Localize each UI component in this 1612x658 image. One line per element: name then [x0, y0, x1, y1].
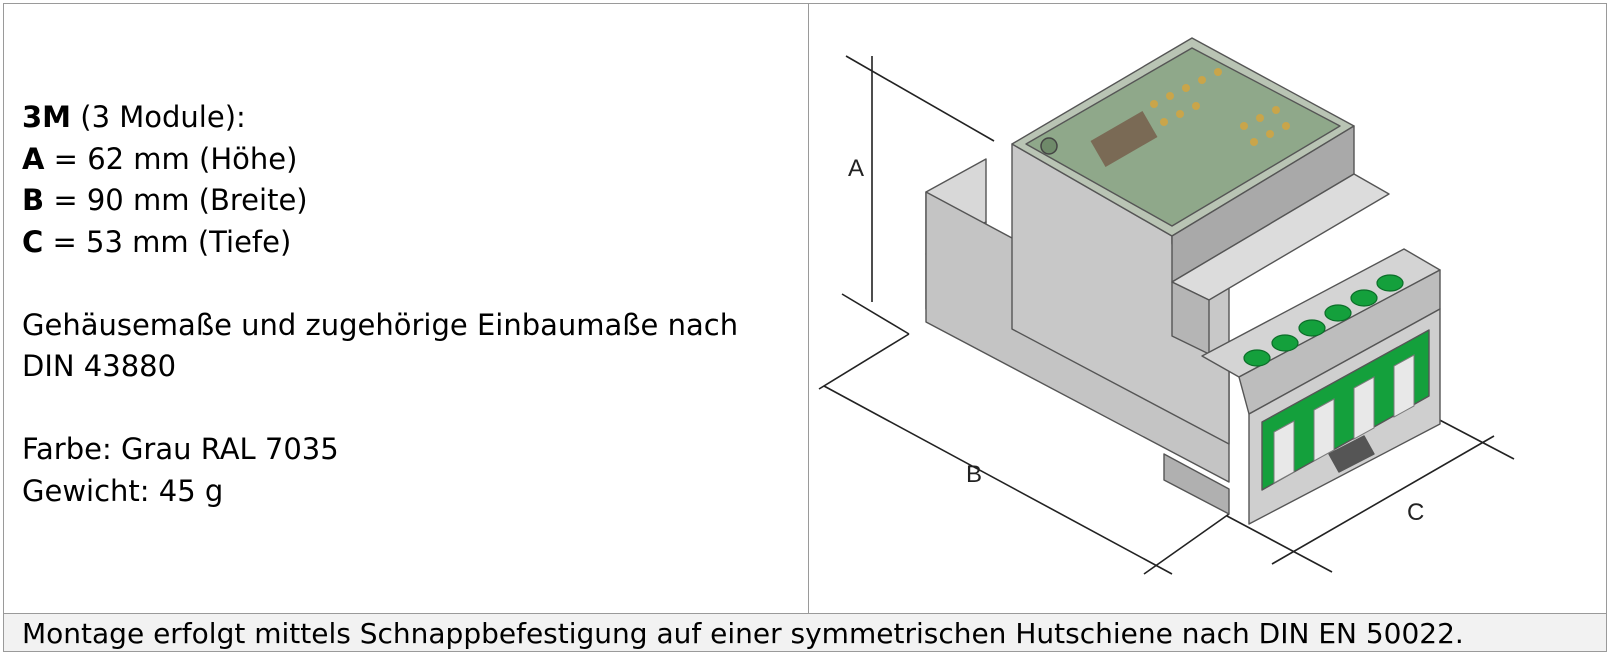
dimension-c-line: C = 53 mm (Tiefe): [22, 222, 738, 264]
terminal-screw-1: [1243, 349, 1271, 367]
dimension-b-label: B: [22, 183, 45, 217]
module-code: 3M: [22, 100, 72, 134]
dimension-a-value: = 62 mm (Höhe): [44, 141, 298, 176]
terminal-screw-3: [1298, 319, 1326, 337]
dimension-b-marker: B: [966, 461, 982, 488]
mounting-note: Montage erfolgt mittels Schnappbefestigu…: [22, 617, 1464, 650]
dimension-b-value: = 90 mm (Breite): [44, 183, 308, 217]
drawing-cell: A B C: [809, 4, 1606, 613]
terminal-screw-5: [1350, 289, 1378, 307]
dimension-b: [818, 333, 1230, 575]
dimension-a: [841, 55, 995, 335]
terminal-screw-2: [1271, 334, 1299, 352]
terminal-openings: [1273, 354, 1415, 484]
module-text: (3 Module):: [71, 100, 246, 134]
dimension-a-marker: A: [848, 155, 864, 182]
module-line: 3M (3 Module):: [22, 97, 738, 139]
weight-line: Gewicht: 45 g: [22, 473, 224, 508]
dimension-a-line: A = 62 mm (Höhe): [22, 139, 738, 181]
dimension-c: [1226, 415, 1515, 573]
datasheet-table: 3M (3 Module): A = 62 mm (Höhe) B = 90 m…: [3, 3, 1607, 652]
din-rail-housing-drawing: A B C: [818, 37, 1515, 575]
mounting-note-row: Montage erfolgt mittels Schnappbefestigu…: [4, 613, 1606, 651]
dimension-a-label: A: [22, 141, 45, 176]
standard-line-2: DIN 43880: [22, 349, 177, 383]
terminal-screw-6: [1376, 274, 1404, 292]
housing: [925, 37, 1441, 525]
dimension-c-marker: C: [1407, 499, 1424, 526]
spec-cell: 3M (3 Module): A = 62 mm (Höhe) B = 90 m…: [4, 4, 809, 613]
dimension-c-label: C: [22, 224, 44, 259]
pcb-details: [1040, 68, 1290, 167]
dimension-b-line: B = 90 mm (Breite): [22, 180, 738, 222]
color-line: Farbe: Grau RAL 7035: [22, 432, 339, 466]
terminal-screw-4: [1324, 304, 1352, 322]
dimension-c-value: = 53 mm (Tiefe): [43, 224, 292, 259]
spec-text: 3M (3 Module): A = 62 mm (Höhe) B = 90 m…: [22, 97, 738, 512]
terminal-screws: [1243, 274, 1404, 367]
standard-line-1: Gehäusemaße und zugehörige Einbaumaße na…: [22, 307, 739, 342]
